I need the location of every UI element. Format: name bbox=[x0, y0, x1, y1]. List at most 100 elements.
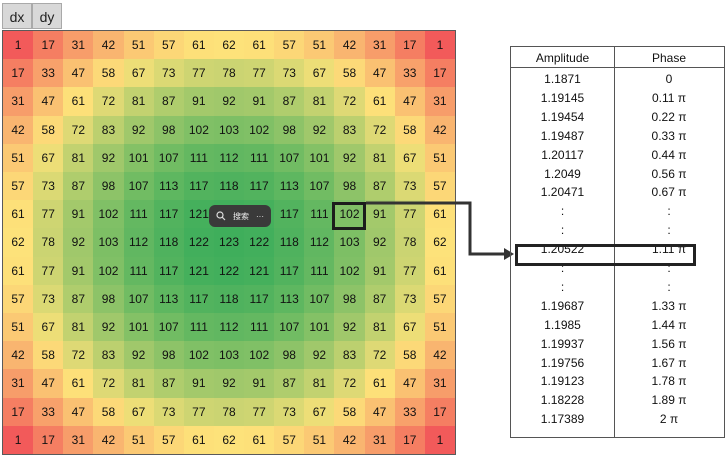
grid-cell[interactable]: 58 bbox=[334, 59, 365, 88]
grid-cell[interactable]: 117 bbox=[274, 256, 305, 285]
grid-cell[interactable]: 62 bbox=[213, 31, 245, 60]
grid-cell[interactable]: 72 bbox=[364, 341, 395, 370]
grid-cell[interactable]: 61 bbox=[183, 425, 214, 454]
grid-cell[interactable]: 77 bbox=[183, 397, 214, 426]
grid-cell[interactable]: 92 bbox=[213, 369, 245, 398]
grid-cell[interactable]: 91 bbox=[244, 87, 275, 116]
grid-cell[interactable]: 87 bbox=[274, 369, 305, 398]
grid-cell[interactable]: 81 bbox=[63, 143, 94, 172]
grid-cell[interactable]: 58 bbox=[93, 59, 124, 88]
grid-cell[interactable]: 107 bbox=[304, 284, 335, 313]
grid-cell[interactable]: 51 bbox=[3, 313, 34, 342]
grid-cell[interactable]: 47 bbox=[394, 87, 425, 116]
grid-cell[interactable]: 81 bbox=[364, 313, 395, 342]
grid-cell[interactable]: 102 bbox=[183, 115, 214, 144]
grid-cell[interactable]: 107 bbox=[274, 143, 305, 172]
grid-cell[interactable]: 113 bbox=[274, 284, 305, 313]
grid-cell[interactable]: 78 bbox=[394, 228, 425, 257]
grid-cell[interactable]: 72 bbox=[63, 115, 94, 144]
grid-cell[interactable]: 111 bbox=[183, 143, 214, 172]
grid-cell[interactable]: 121 bbox=[244, 256, 275, 285]
grid-cell[interactable]: 92 bbox=[304, 341, 335, 370]
grid-cell[interactable]: 17 bbox=[424, 59, 455, 88]
grid-cell[interactable]: 91 bbox=[244, 369, 275, 398]
grid-cell[interactable]: 17 bbox=[394, 31, 425, 60]
grid-cell[interactable]: 47 bbox=[33, 369, 64, 398]
grid-cell[interactable]: 112 bbox=[213, 143, 245, 172]
grid-cell[interactable]: 117 bbox=[244, 172, 275, 201]
grid-cell[interactable]: 31 bbox=[3, 369, 34, 398]
more-icon[interactable]: ··· bbox=[256, 211, 264, 221]
grid-cell[interactable]: 67 bbox=[394, 143, 425, 172]
grid-cell[interactable]: 73 bbox=[274, 397, 305, 426]
grid-cell[interactable]: 102 bbox=[93, 200, 124, 229]
grid-cell[interactable]: 57 bbox=[153, 31, 184, 60]
grid-cell[interactable]: 17 bbox=[3, 397, 34, 426]
search-icon[interactable] bbox=[216, 211, 226, 221]
grid-cell[interactable]: 87 bbox=[153, 87, 184, 116]
grid-cell[interactable]: 33 bbox=[33, 59, 64, 88]
grid-cell[interactable]: 81 bbox=[123, 87, 154, 116]
grid-cell[interactable]: 111 bbox=[123, 256, 154, 285]
search-label[interactable]: 搜索 bbox=[233, 211, 249, 221]
grid-cell[interactable]: 117 bbox=[274, 200, 305, 229]
grid-cell[interactable]: 81 bbox=[364, 143, 395, 172]
grid-cell[interactable]: 1 bbox=[3, 31, 34, 60]
grid-cell[interactable]: 102 bbox=[244, 341, 275, 370]
grid-cell[interactable]: 102 bbox=[334, 256, 365, 285]
grid-cell[interactable]: 57 bbox=[274, 31, 305, 60]
grid-cell[interactable]: 122 bbox=[244, 228, 275, 257]
grid-cell[interactable]: 117 bbox=[183, 284, 214, 313]
grid-cell[interactable]: 103 bbox=[213, 341, 245, 370]
grid-cell[interactable]: 91 bbox=[63, 200, 94, 229]
grid-cell[interactable]: 58 bbox=[93, 397, 124, 426]
grid-cell[interactable]: 51 bbox=[304, 425, 335, 454]
grid-cell[interactable]: 31 bbox=[63, 425, 94, 454]
grid-cell[interactable]: 92 bbox=[123, 115, 154, 144]
grid-cell[interactable]: 91 bbox=[63, 256, 94, 285]
grid-cell[interactable]: 73 bbox=[153, 397, 184, 426]
grid-cell[interactable]: 67 bbox=[33, 313, 64, 342]
grid-cell[interactable]: 91 bbox=[364, 256, 395, 285]
grid-cell[interactable]: 87 bbox=[63, 284, 94, 313]
grid-cell[interactable]: 73 bbox=[394, 284, 425, 313]
grid-cell[interactable]: 47 bbox=[33, 87, 64, 116]
grid-cell[interactable]: 67 bbox=[304, 397, 335, 426]
grid-cell[interactable]: 57 bbox=[424, 284, 455, 313]
grid-cell[interactable]: 111 bbox=[123, 200, 154, 229]
grid-cell[interactable]: 51 bbox=[424, 313, 455, 342]
grid-cell[interactable]: 98 bbox=[274, 115, 305, 144]
grid-cell[interactable]: 61 bbox=[244, 31, 275, 60]
search-popup[interactable]: 搜索 ··· bbox=[209, 205, 271, 227]
grid-cell[interactable]: 81 bbox=[63, 313, 94, 342]
grid-cell[interactable]: 121 bbox=[183, 200, 214, 229]
grid-cell[interactable]: 72 bbox=[93, 87, 124, 116]
grid-cell[interactable]: 107 bbox=[274, 313, 305, 342]
grid-cell[interactable]: 62 bbox=[424, 228, 455, 257]
grid-cell[interactable]: 17 bbox=[394, 425, 425, 454]
grid-cell[interactable]: 57 bbox=[153, 425, 184, 454]
grid-cell[interactable]: 107 bbox=[123, 284, 154, 313]
grid-cell[interactable]: 91 bbox=[364, 200, 395, 229]
grid-cell[interactable]: 101 bbox=[123, 143, 154, 172]
grid-cell[interactable]: 58 bbox=[394, 115, 425, 144]
grid-cell[interactable]: 87 bbox=[364, 172, 395, 201]
grid-cell[interactable]: 47 bbox=[63, 397, 94, 426]
grid-cell[interactable]: 61 bbox=[424, 256, 455, 285]
grid-cell[interactable]: 67 bbox=[394, 313, 425, 342]
grid-cell[interactable]: 98 bbox=[274, 341, 305, 370]
grid-cell[interactable]: 117 bbox=[244, 284, 275, 313]
grid-cell[interactable]: 73 bbox=[394, 172, 425, 201]
grid-cell[interactable]: 117 bbox=[153, 256, 184, 285]
grid-cell[interactable]: 103 bbox=[213, 115, 245, 144]
grid-cell[interactable]: 57 bbox=[3, 172, 34, 201]
grid-cell[interactable]: 81 bbox=[304, 87, 335, 116]
grid-cell[interactable]: 17 bbox=[33, 425, 64, 454]
grid-cell[interactable]: 72 bbox=[334, 87, 365, 116]
grid-cell[interactable]: 47 bbox=[364, 397, 395, 426]
grid-cell[interactable]: 92 bbox=[334, 143, 365, 172]
grid-cell[interactable]: 112 bbox=[213, 313, 245, 342]
grid-cell[interactable]: 87 bbox=[63, 172, 94, 201]
grid-cell[interactable]: 77 bbox=[33, 200, 64, 229]
grid-cell[interactable]: 58 bbox=[33, 341, 64, 370]
